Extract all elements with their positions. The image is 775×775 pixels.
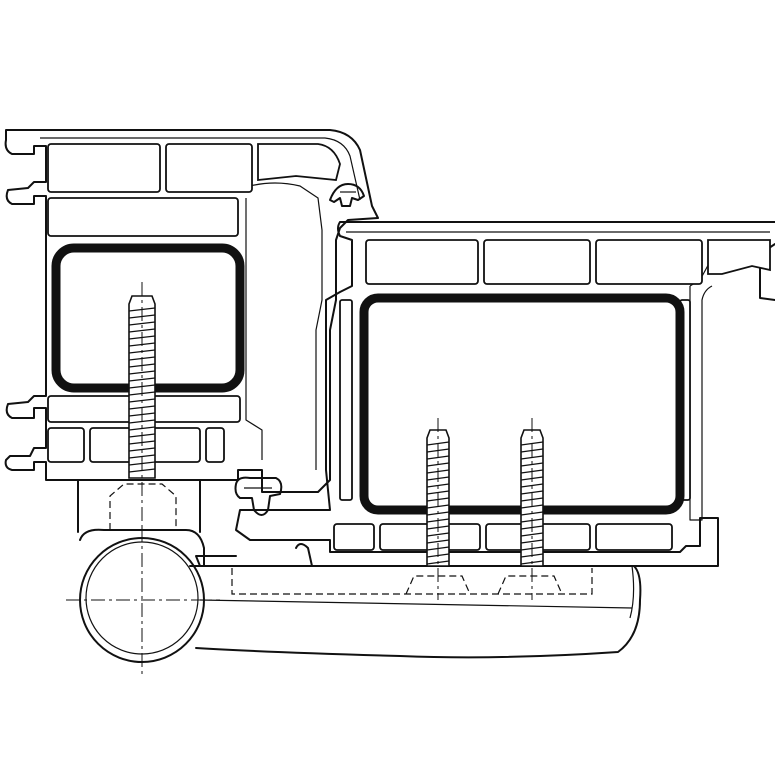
sash-screw-seat-left bbox=[405, 575, 471, 595]
sash-drip-nib bbox=[295, 543, 313, 567]
sash-side-wall bbox=[689, 285, 713, 521]
frame-cell bbox=[205, 427, 225, 463]
screw-thread bbox=[128, 321, 156, 326]
screw-thread bbox=[128, 447, 156, 452]
frame-screw-seat bbox=[109, 483, 177, 530]
screw-thread bbox=[426, 532, 450, 537]
screw-thread bbox=[520, 532, 544, 537]
screw-thread bbox=[426, 539, 450, 544]
hinge-knuckle-housing bbox=[79, 528, 205, 567]
screw-thread bbox=[520, 462, 544, 467]
screw-thread bbox=[520, 455, 544, 460]
frame-chamber-wall-inner bbox=[245, 198, 263, 460]
hinge-plate-inner bbox=[199, 565, 635, 619]
frame-profile bbox=[4, 129, 379, 493]
frame-cell bbox=[257, 143, 341, 181]
screw-thread bbox=[520, 490, 544, 495]
sash-cell bbox=[483, 239, 591, 285]
frame-cell bbox=[47, 197, 239, 237]
screw-thread bbox=[426, 483, 450, 488]
screw-thread bbox=[426, 490, 450, 495]
screw-thread bbox=[128, 419, 156, 424]
sash-profile bbox=[195, 221, 775, 567]
frame-chamber-wall bbox=[235, 182, 323, 470]
sash-screw-seat-right bbox=[497, 575, 563, 595]
screw-thread bbox=[128, 426, 156, 431]
sash-cell bbox=[365, 239, 479, 285]
sash-cell bbox=[339, 299, 353, 501]
screw-thread bbox=[128, 454, 156, 459]
frame-inner-wall bbox=[40, 137, 361, 201]
screw-thread bbox=[520, 539, 544, 544]
frame-cell bbox=[47, 427, 85, 463]
sash-cell bbox=[595, 239, 703, 285]
screw-thread bbox=[128, 377, 156, 382]
screw-thread bbox=[520, 483, 544, 488]
hinge-plate bbox=[77, 479, 642, 659]
sash-cell bbox=[707, 239, 771, 275]
gasket-sash bbox=[234, 476, 283, 516]
screw-thread bbox=[128, 328, 156, 333]
sash-cell bbox=[333, 523, 375, 551]
frame-cell bbox=[47, 143, 161, 193]
sash-cell bbox=[595, 523, 673, 551]
screw-thread bbox=[426, 455, 450, 460]
screw-thread bbox=[128, 370, 156, 375]
hinge bbox=[66, 479, 642, 676]
screw-thread bbox=[426, 462, 450, 467]
frame-cell bbox=[165, 143, 253, 193]
hinge-plate-hidden bbox=[231, 568, 593, 595]
gasket-frame bbox=[329, 183, 365, 207]
